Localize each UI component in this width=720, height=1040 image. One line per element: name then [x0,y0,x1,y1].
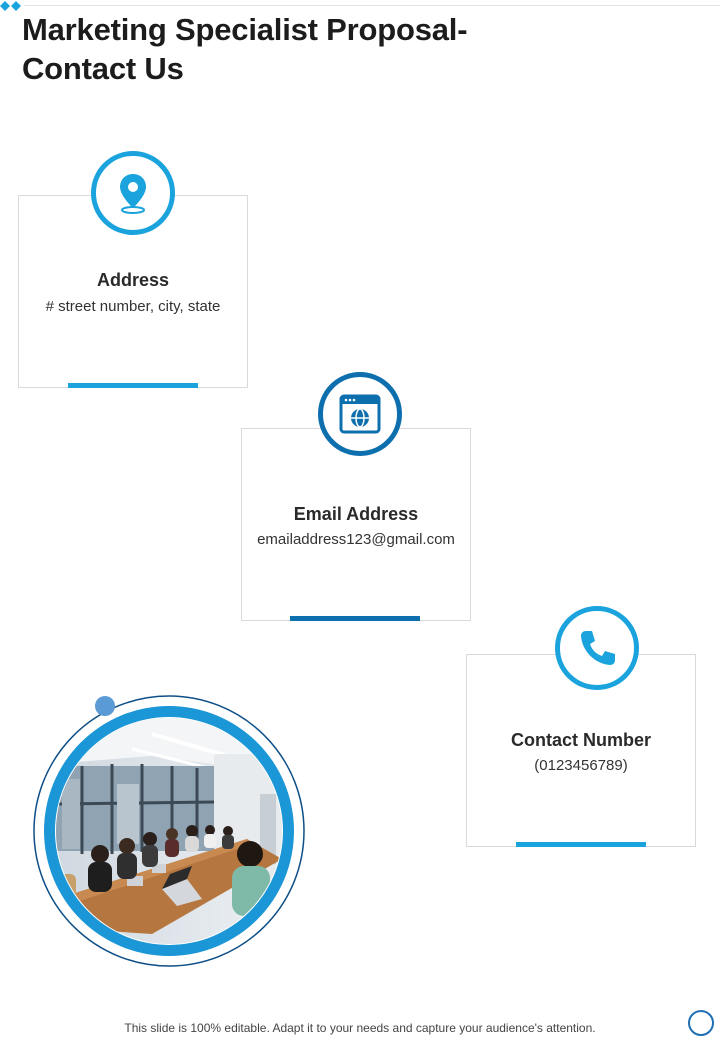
location-pin-icon [91,151,175,235]
meeting-room-photo [32,694,306,968]
phone-icon [555,606,639,690]
web-browser-globe-icon [318,372,402,456]
corner-diamonds-icon [0,1,21,11]
page-title: Marketing Specialist Proposal- Contact U… [22,10,582,88]
email-heading: Email Address [293,504,419,524]
top-rule [24,5,720,6]
decorative-circle-icon [688,1010,714,1036]
contact-heading: Contact Number [510,730,651,750]
address-text: # street number, city, state [45,298,221,315]
page-title-line-2: Contact Us [22,51,184,86]
email-text: emailaddress123@gmail.com [257,531,455,548]
address-accent-bar [68,383,198,388]
email-card: Email Address emailaddress123@gmail.com [241,428,471,621]
page-title-line-1: Marketing Specialist Proposal- [22,12,468,47]
footer-note: This slide is 100% editable. Adapt it to… [124,1021,596,1035]
contact-accent-bar [516,842,646,847]
decorative-dot [95,696,115,716]
email-accent-bar [290,616,420,621]
contact-text: (0123456789) [534,757,628,774]
address-heading: Address [96,270,170,290]
